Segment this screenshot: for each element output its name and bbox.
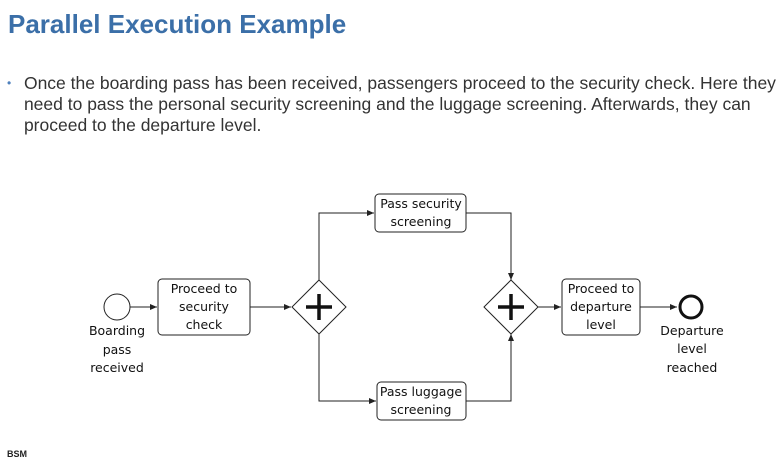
task-luggage-screening-label-line-1: Pass luggage (380, 384, 462, 399)
task-security-screening-label-line-2: screening (391, 214, 452, 229)
task-departure-level-label-line-1: Proceed to (568, 281, 635, 296)
task-departure-level-label-line-3: level (586, 317, 616, 332)
start-event-label-line-1: Boarding (89, 323, 145, 338)
end-event-label-line-3: reached (667, 360, 718, 375)
bullet-marker: • (7, 76, 12, 90)
slide-title: Parallel Execution Example (8, 9, 347, 39)
bullet-point: • Once the boarding pass has been receiv… (7, 73, 777, 136)
task-departure-level-box (561, 278, 641, 336)
start-event: Boarding pass received (89, 293, 145, 375)
plus-icon (306, 294, 332, 320)
task-security-check-box (157, 278, 251, 336)
footer-logo-text: BSM (7, 449, 27, 459)
end-event-label-line-2: level (677, 341, 707, 356)
task-security-check-label-line-2: security (179, 299, 230, 314)
end-event-label-line-1: Departure (660, 323, 724, 338)
sequence-flows (130, 210, 677, 404)
bullet-text: Once the boarding pass has been received… (23, 73, 776, 135)
task-luggage-screening: Pass luggage screening (376, 381, 467, 421)
start-event-label-line-2: pass (103, 342, 132, 357)
flow-security-screening-to-join (466, 212, 514, 280)
task-security-screening: Pass security screening (374, 193, 467, 233)
parallel-split-gateway (291, 279, 347, 335)
plus-icon (498, 294, 524, 320)
end-event-circle (678, 294, 704, 320)
task-security-screening-box (374, 193, 467, 233)
start-event-label-line-3: received (90, 360, 144, 375)
flow-luggage-screening-to-join (466, 334, 514, 402)
task-luggage-screening-label-line-2: screening (391, 402, 452, 417)
task-security-check-label-line-1: Proceed to (171, 281, 238, 296)
flow-split-to-security-screening (318, 210, 374, 280)
task-luggage-screening-box (376, 381, 467, 421)
task-security-check-label-line-3: check (186, 317, 223, 332)
parallel-join-gateway (483, 279, 539, 335)
start-event-circle (103, 293, 131, 321)
task-departure-level-label-line-2: departure (570, 299, 632, 314)
task-security-check: Proceed to security check (157, 278, 251, 336)
task-departure-level: Proceed to departure level (561, 278, 641, 336)
end-event: Departure level reached (660, 294, 724, 375)
flow-split-to-luggage-screening (318, 334, 376, 404)
task-security-screening-label-line-1: Pass security (380, 196, 462, 211)
